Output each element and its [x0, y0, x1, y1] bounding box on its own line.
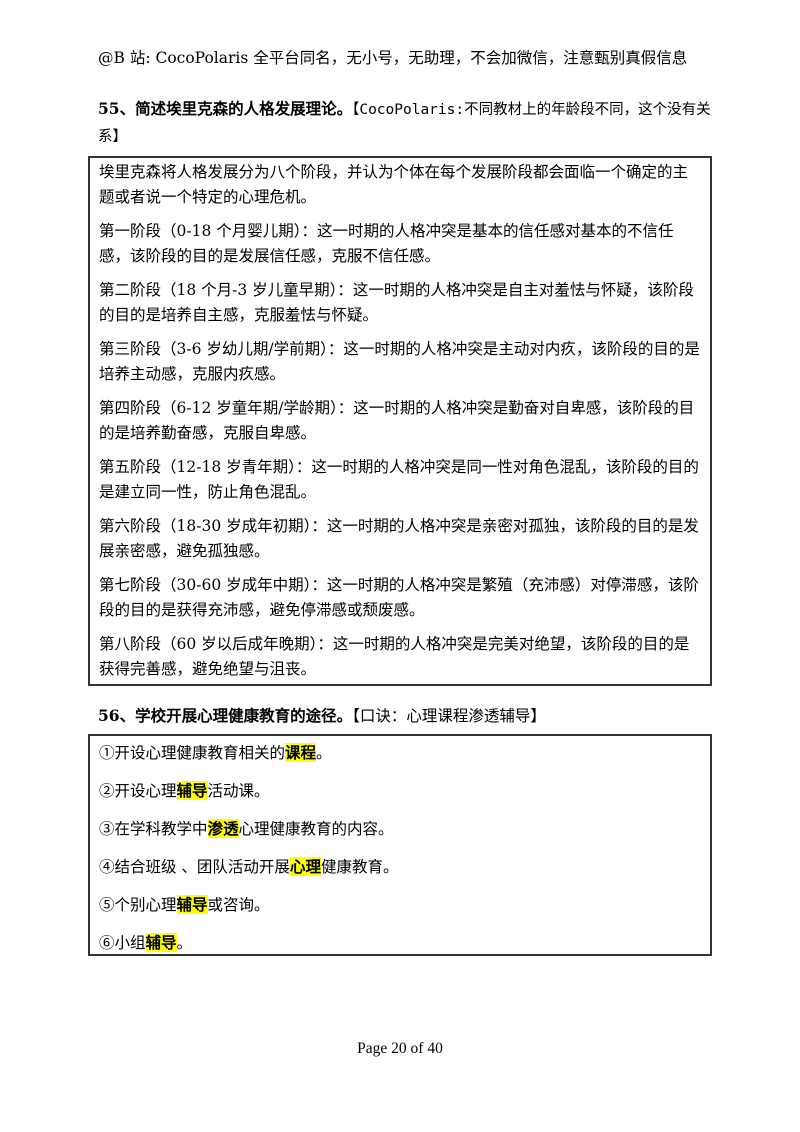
item-text: 。 — [316, 744, 332, 762]
highlight-keyword: 课程 — [285, 743, 317, 762]
item-text: ③在学科教学中 — [99, 820, 208, 838]
answer-item: ④结合班级 、团队活动开展心理健康教育。 — [99, 854, 701, 880]
page-header: @B 站: CocoPolaris 全平台同名，无小号，无助理，不会加微信，注意… — [98, 49, 688, 67]
answer-paragraph: 第四阶段（6-12 岁童年期/学龄期）：这一时期的人格冲突是勤奋对自卑感，该阶段… — [99, 399, 695, 442]
answer-paragraph: 第五阶段（12-18 岁青年期）：这一时期的人格冲突是同一性对角色混乱，该阶段的… — [99, 458, 699, 501]
answer-box-56: ①开设心理健康教育相关的课程。 ②开设心理辅导活动课。 ③在学科教学中渗透心理健… — [88, 734, 712, 956]
item-text: 健康教育。 — [320, 858, 399, 876]
highlight-keyword: 辅导 — [176, 781, 208, 800]
question-text: 简述埃里克森的人格发展理论。 — [135, 99, 353, 118]
answer-paragraph: 第三阶段（3-6 岁幼儿期/学前期）：这一时期的人格冲突是主动对内疚，该阶段的目… — [99, 340, 700, 383]
question-number: 56、 — [98, 706, 136, 725]
item-text: ⑤个别心理 — [99, 896, 177, 914]
question-text: 学校开展心理健康教育的途径。 — [135, 706, 353, 725]
answer-paragraph: 第二阶段（18 个月-3 岁儿童早期）：这一时期的人格冲突是自主对羞怯与怀疑，该… — [99, 281, 694, 324]
answer-item: ①开设心理健康教育相关的课程。 — [99, 740, 701, 766]
question-note: 【口诀：心理课程渗透辅导】 — [352, 707, 546, 725]
highlight-keyword: 辅导 — [145, 933, 177, 952]
item-text: 或咨询。 — [207, 896, 270, 914]
highlight-keyword: 辅导 — [176, 895, 208, 914]
question-56-title: 56、学校开展心理健康教育的途径。【口诀：心理课程渗透辅导】 — [98, 703, 718, 729]
highlight-keyword: 渗透 — [207, 819, 239, 838]
question-55-title: 55、简述埃里克森的人格发展理论。【CocoPolaris:不同教材上的年龄段不… — [98, 96, 718, 150]
item-text: ⑥小组 — [99, 934, 146, 952]
answer-paragraph: 第一阶段（0-18 个月婴儿期）：这一时期的人格冲突是基本的信任感对基本的不信任… — [99, 222, 674, 265]
answer-item: ③在学科教学中渗透心理健康教育的内容。 — [99, 816, 701, 842]
answer-paragraph: 第六阶段（18-30 岁成年初期）：这一时期的人格冲突是亲密对孤独，该阶段的目的… — [99, 517, 699, 560]
answer-item: ⑥小组辅导。 — [99, 930, 701, 956]
answer-paragraph: 第七阶段（30-60 岁成年中期）：这一时期的人格冲突是繁殖（充沛感）对停滞感，… — [99, 576, 699, 619]
item-text: ①开设心理健康教育相关的 — [99, 744, 286, 762]
question-number: 55、 — [98, 99, 136, 118]
item-text: 。 — [176, 934, 193, 952]
answer-box-55: 埃里克森将人格发展分为八个阶段，并认为个体在每个发展阶段都会面临一个确定的主题或… — [88, 156, 712, 686]
answer-item: ⑤个别心理辅导或咨询。 — [99, 892, 701, 918]
answer-paragraph: 埃里克森将人格发展分为八个阶段，并认为个体在每个发展阶段都会面临一个确定的主题或… — [99, 163, 689, 206]
item-text: 心理健康教育的内容。 — [238, 820, 394, 838]
item-text: 活动课。 — [207, 782, 270, 800]
highlight-keyword: 心理 — [289, 857, 321, 876]
answer-paragraph: 第八阶段（60 岁以后成年晚期）：这一时期的人格冲突是完美对绝望，该阶段的目的是… — [99, 635, 690, 678]
item-text: ④结合班级 、团队活动开展 — [99, 858, 290, 876]
page-number: Page 20 of 40 — [357, 1040, 443, 1057]
item-text: ②开设心理 — [99, 782, 177, 800]
question-note: 【CocoPolaris:不同教材上的年龄段不同，这个没有关系】 — [98, 102, 711, 145]
answer-item: ②开设心理辅导活动课。 — [99, 778, 701, 804]
